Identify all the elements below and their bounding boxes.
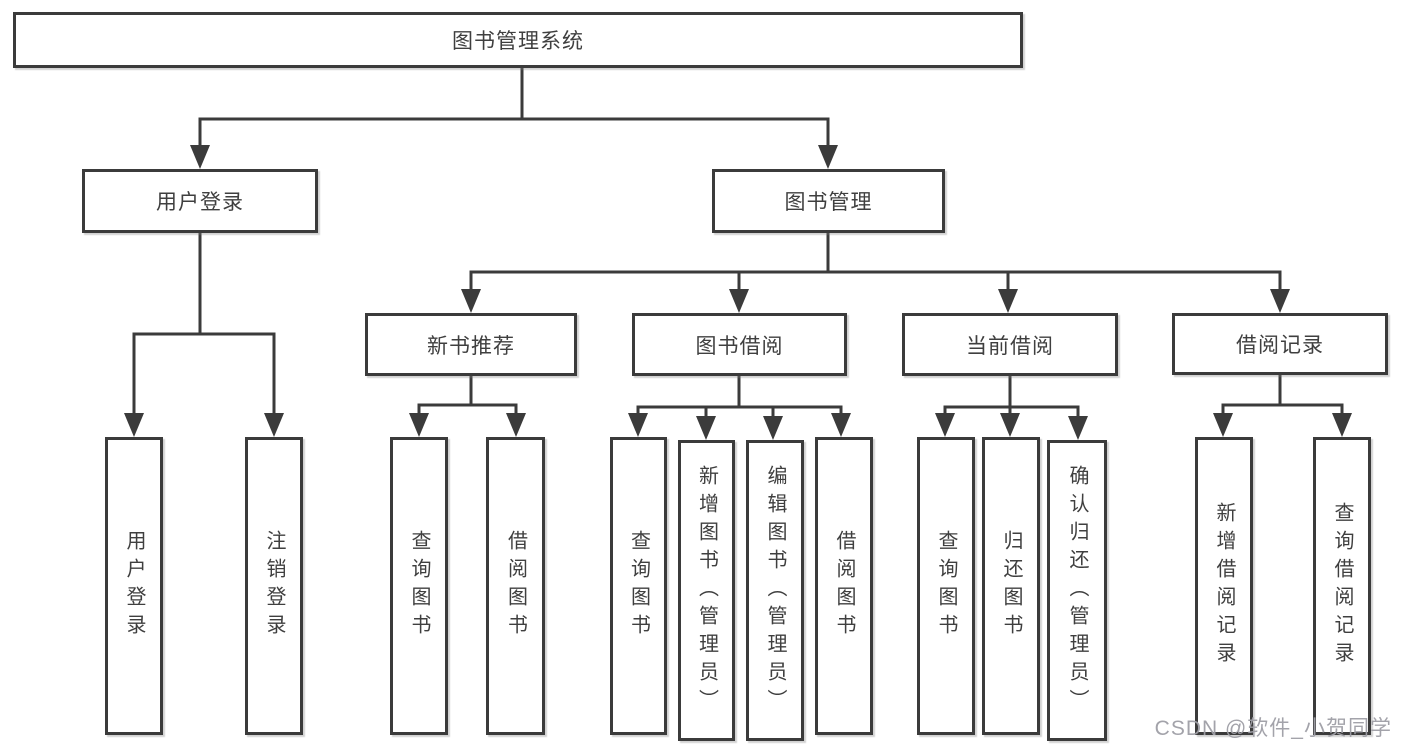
node-borrow-records: 借阅记录 [1172,313,1388,375]
connector-records-to-leaves [1221,373,1344,419]
csdn-watermark: CSDN @软件_小贺同学 [1154,717,1392,740]
connector-borrow-to-leaves [636,374,843,422]
leaf-confirm-return-admin-label: 确认归还（管理员） [1066,464,1088,717]
connector-userlogin-to-leaves [132,231,276,419]
leaf-query-book-recommend-label: 查询图书 [408,530,430,642]
node-book-borrow: 图书借阅 [632,313,847,376]
leaf-edit-book-admin-label: 编辑图书（管理员） [764,464,786,717]
leaf-query-book-current: 查询图书 [917,437,975,735]
node-new-book-recommend: 新书推荐 [365,313,577,376]
leaf-add-book-admin: 新增图书（管理员） [678,440,735,741]
leaf-borrow-book: 借阅图书 [815,437,873,735]
leaf-borrow-book-recommend: 借阅图书 [486,437,545,735]
connector-current-to-leaves [943,374,1080,422]
arrowheads [124,145,1352,440]
leaf-query-book-current-label: 查询图书 [935,530,957,642]
leaf-query-book-recommend: 查询图书 [390,437,448,735]
node-current-borrow: 当前借阅 [902,313,1118,376]
node-root: 图书管理系统 [13,12,1023,68]
leaf-borrow-book-recommend-label: 借阅图书 [504,530,527,642]
leaf-add-borrow-record: 新增借阅记录 [1195,437,1253,735]
leaf-query-borrow-record: 查询借阅记录 [1313,437,1371,735]
leaf-query-book-borrow-label: 查询图书 [627,530,650,642]
leaf-user-login-label: 用户登录 [123,530,145,642]
node-user-login: 用户登录 [82,169,318,233]
leaf-edit-book-admin: 编辑图书（管理员） [746,440,804,741]
leaf-confirm-return-admin: 确认归还（管理员） [1047,440,1107,741]
leaf-logout-label: 注销登录 [263,530,285,642]
leaf-query-borrow-record-label: 查询借阅记录 [1331,502,1353,670]
leaf-user-login: 用户登录 [105,437,163,735]
leaf-logout: 注销登录 [245,437,303,735]
connector-newbook-to-leaves [417,374,518,419]
leaf-add-book-admin-label: 新增图书（管理员） [695,464,718,717]
connector-bookmgmt-to-level2 [469,231,1282,295]
leaf-add-borrow-record-label: 新增借阅记录 [1213,502,1235,670]
leaf-borrow-book-label: 借阅图书 [833,530,855,642]
leaf-return-book-label: 归还图书 [1000,530,1022,642]
node-book-management: 图书管理 [712,169,945,233]
connector-root-to-level1 [198,66,830,151]
leaf-return-book: 归还图书 [982,437,1040,735]
leaf-query-book-borrow: 查询图书 [610,437,667,735]
